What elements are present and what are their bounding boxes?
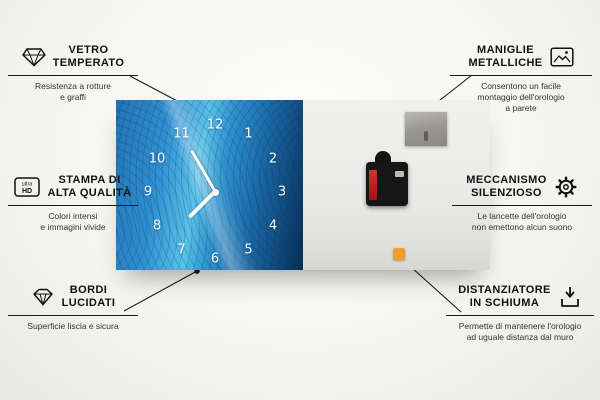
svg-text:ultra: ultra — [22, 182, 34, 188]
feature-subtitle: Colori intensi e immagini vivide — [40, 211, 106, 233]
clock-number: 3 — [277, 184, 287, 200]
feature-vetro-temperato: VETRO TEMPERATO Resistenza a rotture e g… — [8, 44, 138, 103]
feature-maniglie-metalliche: MANIGLIE METALLICHE Consentono un facile… — [450, 44, 592, 115]
feature-subtitle: Superficie liscia e sicura — [27, 321, 119, 332]
gear-icon — [554, 175, 578, 199]
clock-number: 11 — [173, 126, 190, 142]
clock-center-cap — [211, 188, 219, 196]
clock-number: 2 — [268, 151, 278, 166]
foam-spacer — [393, 248, 405, 260]
feature-title: VETRO TEMPERATO — [52, 44, 125, 70]
clock-number: 1 — [244, 126, 253, 142]
clock-number: 12 — [206, 117, 224, 133]
clock-number: 5 — [244, 242, 253, 258]
feature-title: DISTANZIATORE IN SCHIUMA — [458, 284, 551, 310]
feature-title: MANIGLIE METALLICHE — [468, 44, 543, 70]
clock-number: 8 — [152, 218, 162, 233]
hour-hand — [188, 190, 217, 219]
feature-subtitle: Consentono un facile montaggio dell'orol… — [477, 81, 565, 114]
feature-title: MECCANISMO SILENZIOSO — [466, 174, 547, 200]
feature-subtitle: Le lancette dell'orologio non emettono a… — [471, 211, 573, 233]
clock-number: 10 — [148, 151, 166, 166]
clock-number: 4 — [268, 218, 278, 233]
polished-edge-icon — [31, 287, 55, 307]
diamond-icon — [21, 47, 46, 68]
clock-back-side — [303, 100, 490, 270]
feature-bordi-lucidati: BORDI LUCIDATI Superficie liscia e sicur… — [8, 284, 138, 332]
feature-stampa-alta-qualita: ultra HD STAMPA DI ALTA QUALITÀ Colori i… — [8, 174, 138, 233]
clock-mechanism — [366, 151, 408, 206]
feature-title: BORDI LUCIDATI — [61, 284, 116, 310]
ultra-hd-icon: ultra HD — [14, 177, 41, 197]
feature-meccanismo-silenzioso: MECCANISMO SILENZIOSO — [452, 174, 592, 233]
feature-distanziatore-schiuma: DISTANZIATORE IN SCHIUMA Permette di man… — [446, 284, 594, 343]
battery — [369, 170, 377, 200]
feature-title: STAMPA DI ALTA QUALITÀ — [47, 174, 132, 200]
clock-number: 9 — [143, 184, 153, 200]
svg-text:HD: HD — [22, 188, 32, 195]
clock-number: 7 — [177, 242, 186, 258]
feature-subtitle: Permette di mantenere l'orologio ad ugua… — [458, 321, 582, 343]
minute-hand — [189, 149, 217, 193]
feature-subtitle: Resistenza a rotture e graffi — [34, 81, 112, 103]
metal-hanger-plate — [405, 112, 447, 146]
clock-number: 6 — [210, 251, 220, 267]
foam-spacer-icon — [558, 286, 582, 308]
picture-frame-icon — [549, 47, 574, 67]
